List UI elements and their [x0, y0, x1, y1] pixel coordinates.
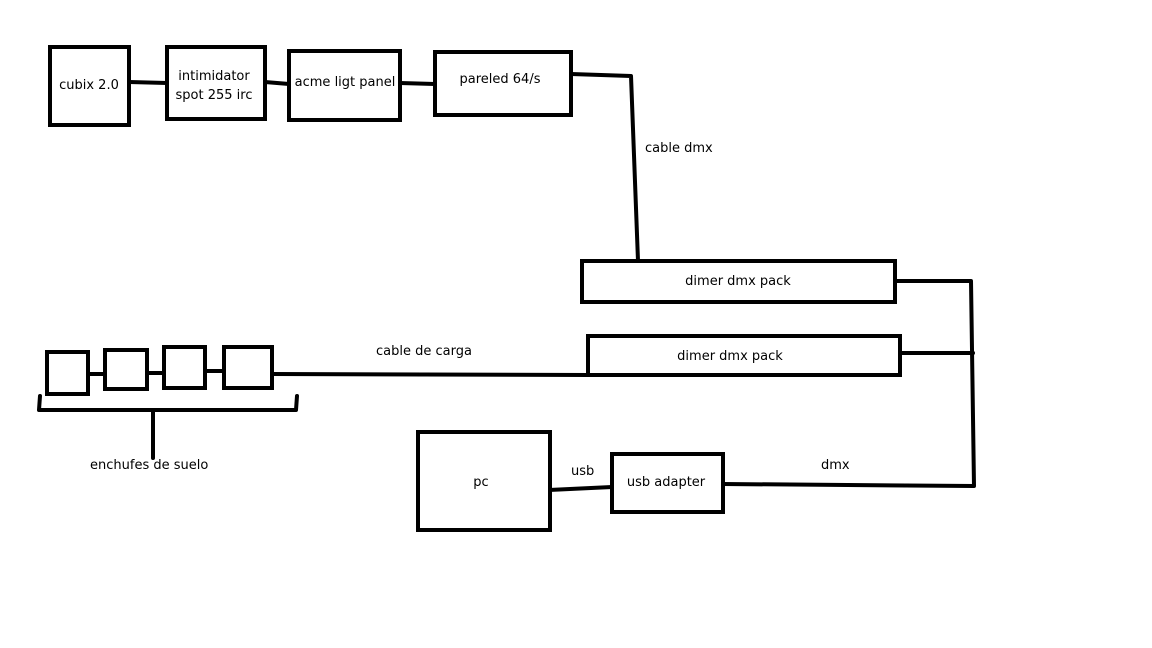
pareled-box[interactable]: [433, 50, 573, 117]
acme-panel-box[interactable]: [287, 49, 402, 122]
dimmer-pack-label-1: dimer dmx pack: [685, 274, 791, 289]
dimmer-pack-box-1[interactable]: [580, 259, 897, 304]
usb-adapter-box[interactable]: [610, 452, 725, 514]
node-labels: cubix 2.0 intimidator spot 255 irc acme …: [59, 69, 791, 490]
intimidator-label-line1: intimidator: [178, 69, 250, 84]
dmx-label: dmx: [821, 458, 850, 473]
floor-outlet[interactable]: [45, 350, 90, 396]
wire-dimmer-bus: [721, 279, 976, 488]
intimidator-box[interactable]: [165, 45, 267, 121]
connection-labels: cable dmx cable de carga usb dmx enchufe…: [90, 141, 850, 479]
wire-load-cable: [270, 372, 590, 377]
dimmer-pack-label-2: dimer dmx pack: [677, 349, 783, 364]
cable-dmx-label: cable dmx: [645, 141, 713, 156]
floor-outlets: [45, 345, 274, 396]
acme-panel-label: acme ligt panel: [295, 75, 396, 90]
floor-outlet[interactable]: [103, 348, 149, 391]
device-boxes: [48, 45, 902, 532]
dimmer-pack-box-2[interactable]: [586, 334, 902, 377]
wire-intimidator-acme: [263, 80, 291, 86]
wires: [37, 72, 976, 492]
pc-label: pc: [473, 475, 488, 490]
cubix-box[interactable]: [48, 45, 131, 127]
outlets-bracket: [37, 394, 299, 460]
floor-outlets-label: enchufes de suelo: [90, 458, 208, 473]
wire-pareled-dimmer: [569, 72, 640, 263]
pareled-label: pareled 64/s: [460, 72, 541, 87]
pc-box[interactable]: [416, 430, 552, 532]
intimidator-label-line2: spot 255 irc: [176, 88, 253, 103]
cable-carga-label: cable de carga: [376, 344, 472, 359]
wire-cubix-intimidator: [127, 80, 169, 85]
cubix-label: cubix 2.0: [59, 78, 119, 93]
usb-adapter-label: usb adapter: [627, 475, 706, 490]
floor-outlet[interactable]: [162, 345, 207, 390]
usb-label: usb: [571, 464, 594, 479]
wire-acme-pareled: [398, 81, 437, 86]
wire-pc-usb-adapter: [547, 485, 614, 492]
wire-outlet-chain: [86, 369, 226, 376]
floor-outlet[interactable]: [222, 345, 274, 390]
